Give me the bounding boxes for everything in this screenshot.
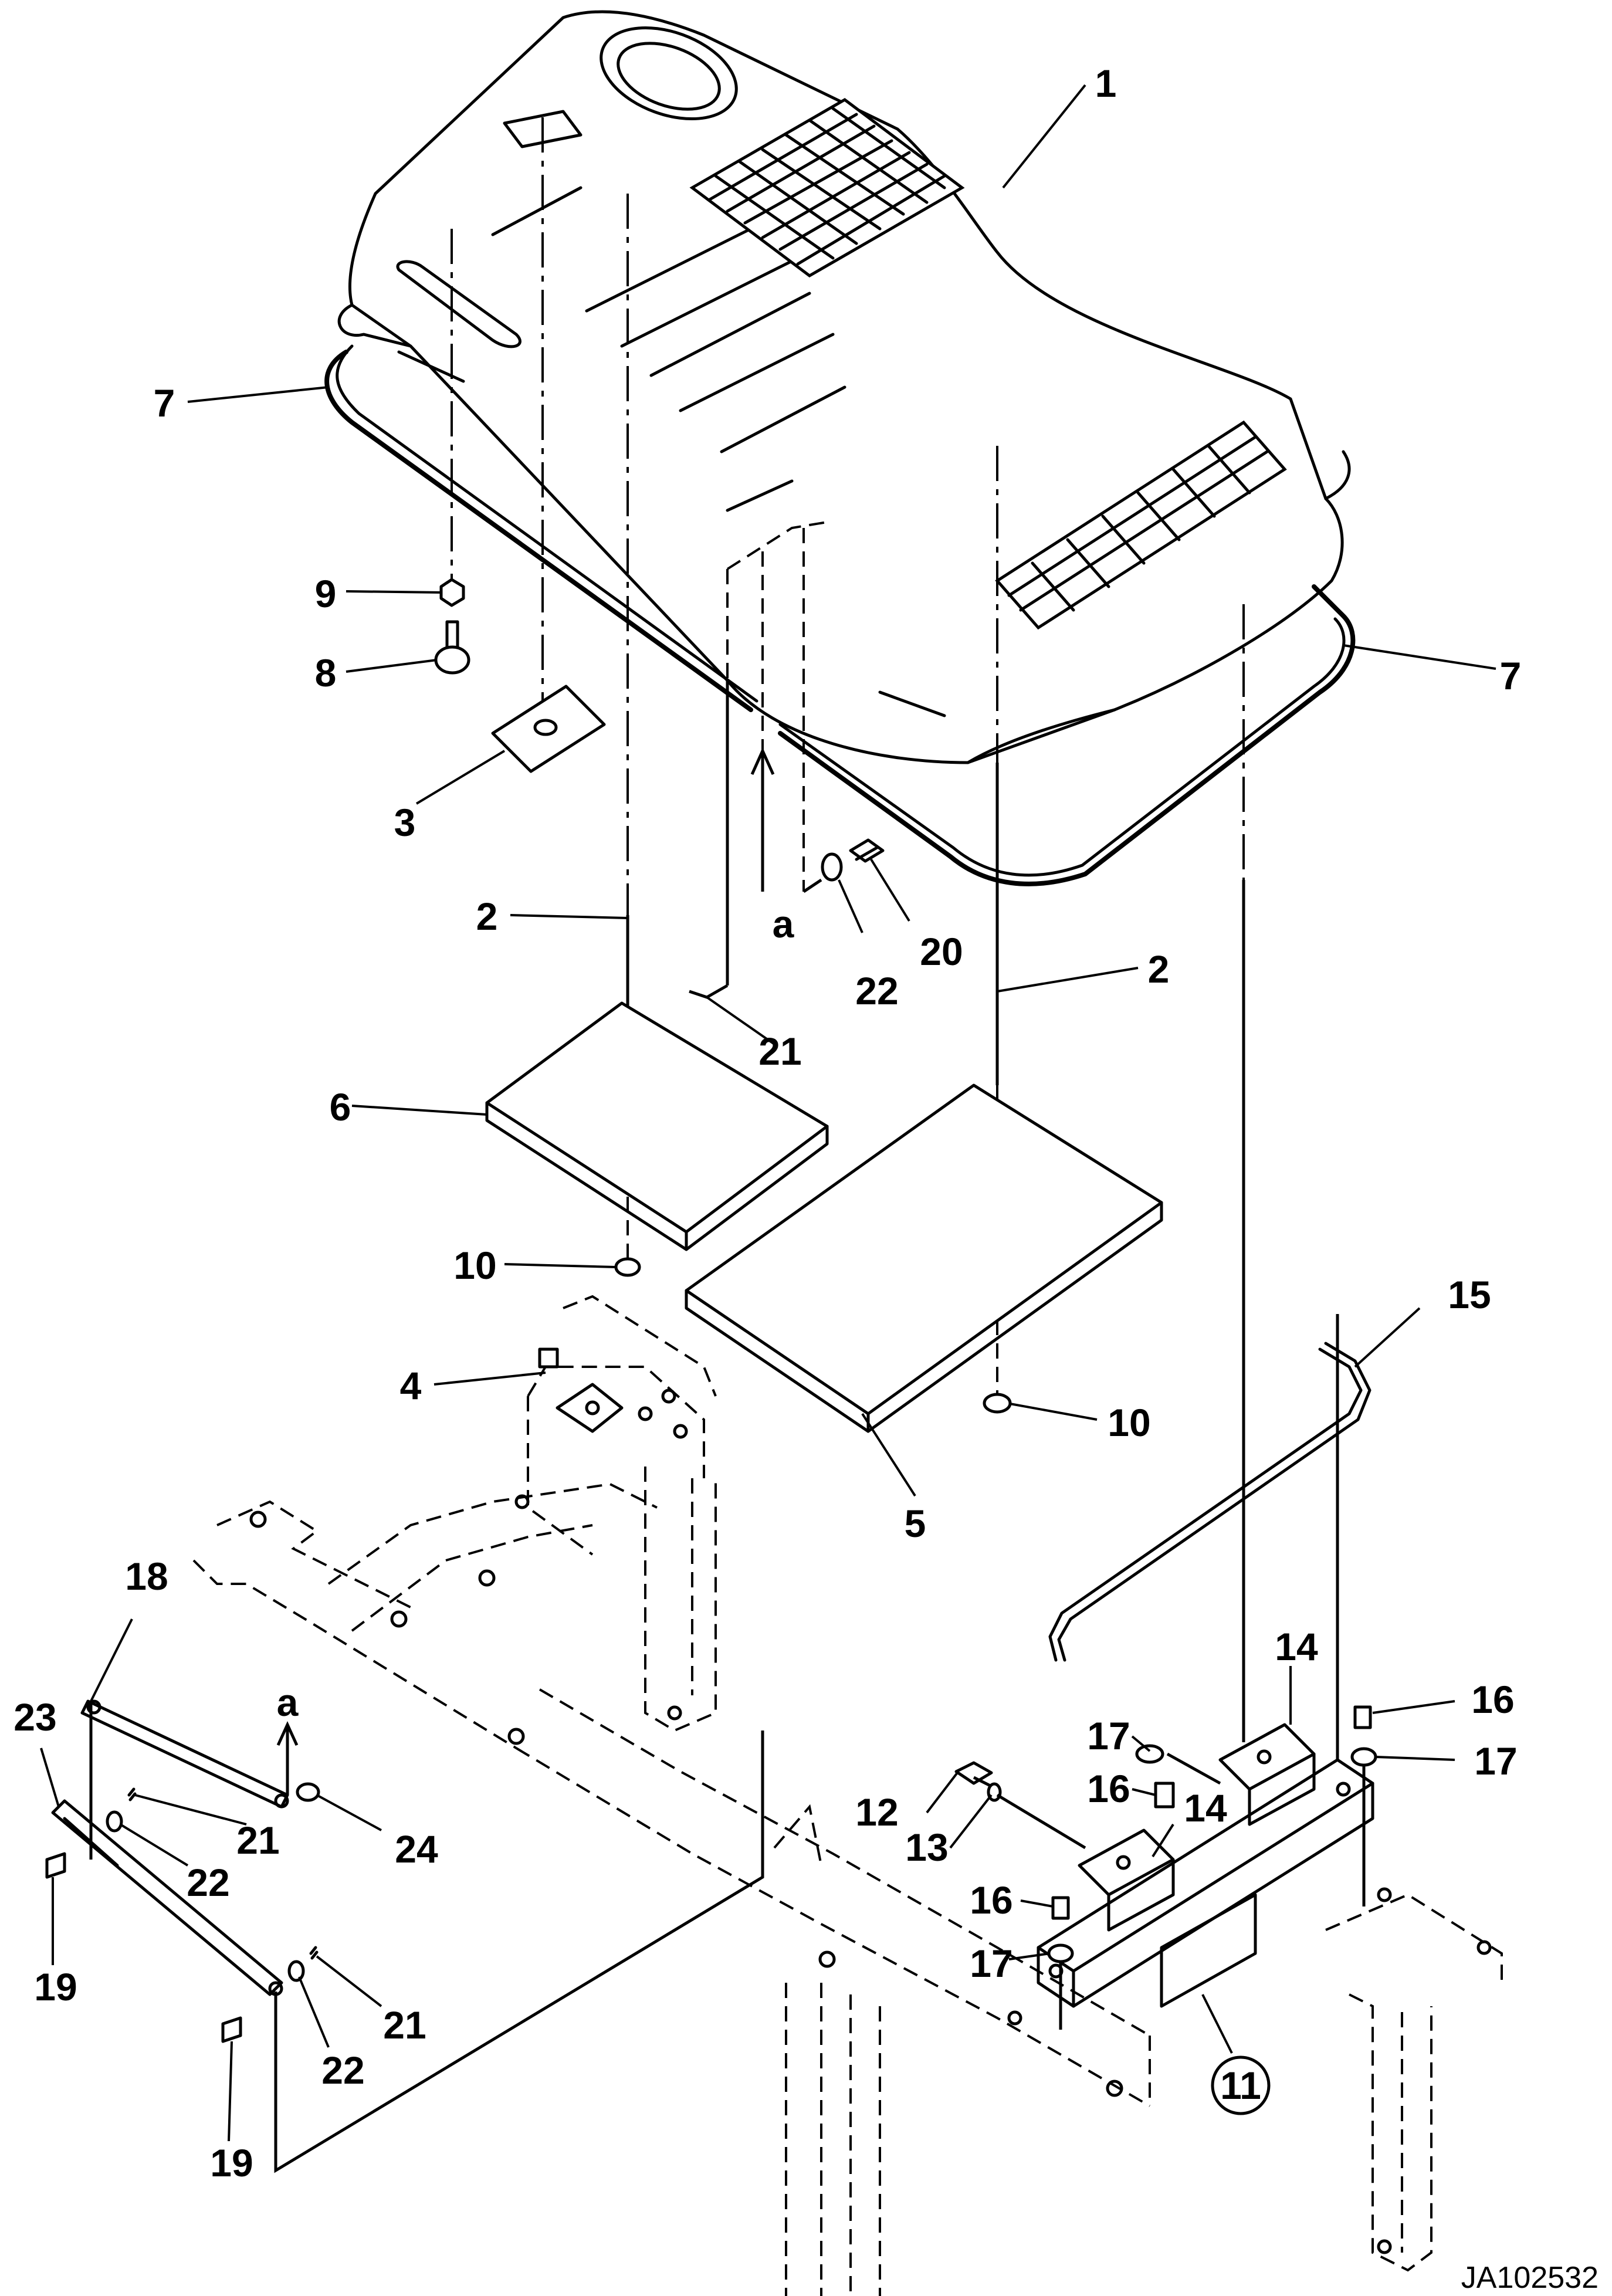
callout-7-right: 7 [1500,654,1522,697]
callout-11: 11 [1220,2064,1261,2107]
callout-7-left: 7 [154,381,175,425]
clip-21-b [309,1946,319,1960]
callout-21-top: 21 [758,1030,801,1073]
callout-5: 5 [905,1502,926,1545]
main-frame-beam [192,1482,1151,2296]
callout-10-right: 10 [1108,1401,1150,1444]
arrow-a-top [750,747,775,892]
wire-cable [689,984,729,999]
rod-15 [1048,1342,1371,1662]
bracket-14-lower [1078,1828,1175,1932]
callout-14-lower: 14 [1184,1786,1227,1830]
callout-19-left: 19 [34,1965,77,2009]
callout-14-upper: 14 [1275,1625,1318,1668]
callout-15: 15 [1448,1273,1491,1316]
washer-13 [987,1782,1086,1850]
callout-22-top: 22 [855,969,898,1012]
callout-17-right: 17 [1474,1739,1517,1783]
callout-16-lower: 16 [970,1878,1012,1922]
hood-vent-grille-front [689,98,965,277]
callout-24: 24 [395,1827,438,1871]
washer-22-left [106,1810,123,1833]
callout-22-left: 22 [187,1861,229,1904]
hood-vent-grille-rear [995,420,1287,630]
pin-19-a [45,1852,66,1879]
washer-17-lower [1047,1943,1074,1963]
washer-17-right [1350,1747,1377,1767]
callout-16-center: 16 [1087,1767,1130,1810]
nut-9 [439,578,465,607]
plate-3 [491,685,606,773]
callout-6: 6 [330,1085,351,1129]
leader-lines [40,84,1496,2142]
bracket-14-upper [1218,1723,1316,1826]
callout-1: 1 [1095,62,1117,105]
callout-10-left: 10 [453,1244,496,1287]
grommet-10-right [983,1393,1012,1414]
callout-16-right: 16 [1471,1678,1514,1721]
callout-2-left: 2 [476,895,498,938]
reference-a-top: a [773,902,795,946]
hood-seal-right [778,584,1356,886]
callout-12: 12 [855,1790,898,1834]
pin-19-b [221,2016,242,2043]
stay-rod-18 [80,1699,289,1809]
callout-20: 20 [920,930,963,973]
callout-17-center: 17 [1087,1714,1130,1757]
stud-8 [434,620,470,675]
callout-9: 9 [315,572,337,615]
callout-3: 3 [394,801,416,844]
washer-22-top [802,852,843,893]
washer-17-upper [1135,1744,1221,1785]
callout-18: 18 [125,1555,168,1598]
callout-19-lower: 19 [210,2141,253,2185]
engine-hood-cover [337,10,1351,764]
callout-21-lower: 21 [383,2003,426,2047]
bolt-20 [849,838,885,863]
arrow-a-left [276,1721,299,1795]
grommet-10-left [614,1257,641,1277]
callout-8: 8 [315,651,337,695]
callout-17-lower: 17 [970,1942,1012,1985]
bolt-16-right [1353,1705,1372,1729]
support-bracket-11 [1037,1758,1374,2008]
insulation-pad-5 [685,1083,1163,1433]
callout-21-left: 21 [236,1818,279,1862]
callout-2-right: 2 [1148,947,1170,991]
clip-21-a [127,1787,137,1801]
bolt-16-center [1154,1782,1175,1809]
callout-22-lower: 22 [321,2048,364,2092]
callout-13: 13 [905,1826,948,1869]
washer-22-lower [287,1960,305,1982]
callout-23: 23 [13,1695,56,1739]
callout-11-circle [1211,2055,1271,2115]
stay-link-outline [274,1731,764,2173]
callout-labels: 1 2 2 3 4 5 6 7 7 8 9 10 10 11 12 13 14 … [13,62,1599,2295]
bolt-16-lower [1051,1896,1070,1920]
frame-bracket-4 [514,1295,717,1732]
frame-leg-right [1325,1887,1503,2272]
reference-a-left: a [277,1681,299,1724]
callout-4: 4 [400,1364,422,1407]
washer-24 [296,1782,320,1802]
drawing-code: JA102532 [1461,2261,1599,2295]
